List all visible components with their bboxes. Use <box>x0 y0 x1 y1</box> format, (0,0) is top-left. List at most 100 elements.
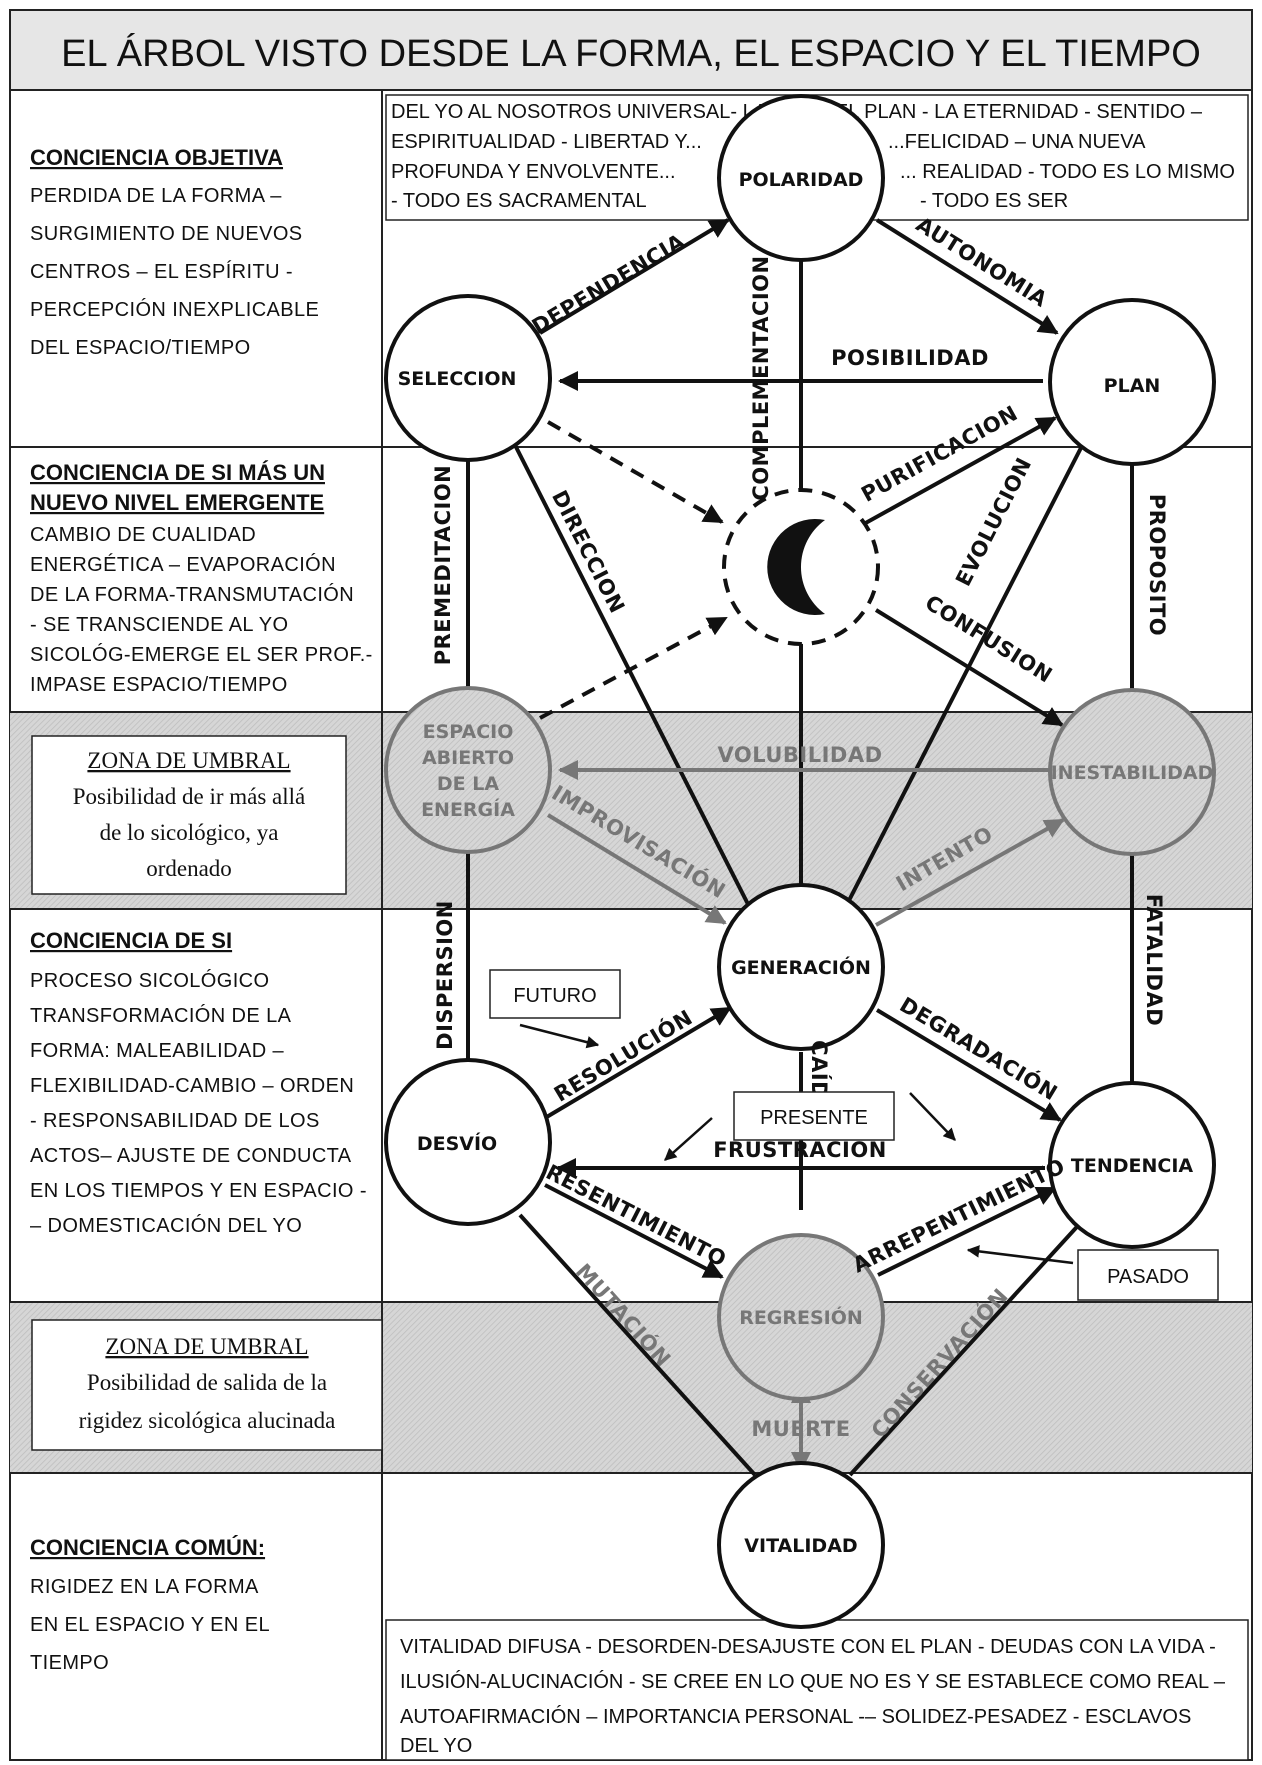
heading-emergente-2: NUEVO NIVEL EMERGENTE <box>30 490 324 515</box>
edge-label-volubilidad: VOLUBILIDAD <box>717 743 882 767</box>
edge-dashed-espacio-centro <box>539 616 728 720</box>
umbral2-line: Posibilidad de salida de la <box>87 1370 327 1395</box>
heading-conciencia-objetiva: CONCIENCIA OBJETIVA <box>30 145 283 170</box>
futuro-label: FUTURO <box>513 985 596 1007</box>
node-label-espacio-4: ENERGÍA <box>421 798 515 821</box>
node-plan <box>1048 298 1216 466</box>
objetiva-line: DEL ESPACIO/TIEMPO <box>30 337 251 359</box>
edge-dashed-seleccion-centro <box>547 420 724 524</box>
node-label-espacio-1: ESPACIO <box>423 721 514 743</box>
crescent-moon-icon <box>767 519 825 615</box>
edge-label-posibilidad: POSIBILIDAD <box>831 346 989 370</box>
node-label-seleccion: SELECCION <box>398 368 517 390</box>
edge-label-proposito: PROPOSITO <box>1145 494 1169 636</box>
objetiva-line: PERCEPCIÓN INEXPLICABLE <box>30 298 319 321</box>
pasado-label: PASADO <box>1107 1266 1189 1288</box>
threshold-edges <box>546 760 1065 1472</box>
edge-autonomia <box>875 218 1059 335</box>
edge-label-frustracion: FRUSTRACIÓN <box>713 1137 887 1162</box>
emergente-line: SICOLÓG-EMERGE EL SER PROF.- <box>30 643 373 666</box>
node-label-generacion: GENERACIÓN <box>731 955 871 979</box>
emergente-line: - SE TRANSCIENDE AL YO <box>30 614 289 636</box>
node-label-espacio-3: DE LA <box>437 773 499 795</box>
section-conciencia-comun: CONCIENCIA COMÚN: RIGIDEZ EN LA FORMA EN… <box>30 1535 270 1674</box>
objetiva-line: SURGIMIENTO DE NUEVOS <box>30 223 303 245</box>
bottom-box-line-4: DEL YO <box>400 1735 472 1757</box>
top-box-line-2a: ESPIRITUALIDAD - LIBERTAD Y... <box>391 131 702 153</box>
section-zona-umbral-1: ZONA DE UMBRAL Posibilidad de ir más all… <box>31 735 347 895</box>
edge-label-premeditacion: PREMEDITACION <box>431 465 455 666</box>
presente-box <box>733 1091 895 1141</box>
node-espacio-abierto <box>384 686 552 854</box>
desi-line: FLEXIBILIDAD-CAMBIO – ORDEN <box>30 1075 354 1097</box>
edge-direccion <box>513 444 757 919</box>
node-label-plan: PLAN <box>1104 375 1161 397</box>
emergente-line: DE LA FORMA-TRANSMUTACIÓN <box>30 583 354 606</box>
heading-zona-umbral-1: ZONA DE UMBRAL <box>87 748 290 773</box>
edge-arrepentimiento <box>877 1186 1057 1277</box>
heading-conciencia-comun: CONCIENCIA COMÚN: <box>30 1535 265 1560</box>
bottom-box-line-3: AUTOAFIRMACIÓN – IMPORTANCIA PERSONAL -–… <box>400 1705 1191 1728</box>
node-label-inestabilidad: INESTABILIDAD <box>1051 762 1214 784</box>
objetiva-line: CENTROS – EL ESPÍRITU - <box>30 260 293 283</box>
node-label-espacio-2: ABIERTO <box>422 747 514 769</box>
bottom-box-line-1: VITALIDAD DIFUSA - DESORDEN-DESAJUSTE CO… <box>400 1636 1216 1658</box>
section-conciencia-emergente: CONCIENCIA DE SI MÁS UN NUEVO NIVEL EMER… <box>30 460 373 696</box>
bottom-box-line-2: ILUSIÓN-ALUCINACIÓN - SE CREE EN LO QUE … <box>400 1670 1226 1693</box>
desi-line: PROCESO SICOLÓGICO <box>30 969 269 992</box>
page-title: EL ÁRBOL VISTO DESDE LA FORMA, EL ESPACI… <box>61 32 1201 75</box>
edge-confusion <box>874 608 1064 727</box>
umbral1-line: ordenado <box>146 856 232 881</box>
edge-evolucion <box>838 439 1087 919</box>
heading-emergente-1: CONCIENCIA DE SI MÁS UN <box>30 460 325 485</box>
node-regresion <box>717 1233 885 1401</box>
node-centro-vacio <box>722 488 880 646</box>
node-desvio <box>384 1058 552 1226</box>
section-conciencia-de-si: CONCIENCIA DE SI PROCESO SICOLÓGICO TRAN… <box>30 928 367 1237</box>
emergente-line: IMPASE ESPACIO/TIEMPO <box>30 674 288 696</box>
top-box-line-4b: - TODO ES SER <box>920 190 1068 212</box>
node-label-polaridad: POLARIDAD <box>739 169 864 191</box>
edge-resolucion <box>543 1006 732 1120</box>
threshold-node-circles <box>384 686 1216 1401</box>
top-box-line-4a: - TODO ES SACRAMENTAL <box>391 190 647 212</box>
objetiva-line: PERDIDA DE LA FORMA – <box>30 185 282 207</box>
edges <box>466 218 1134 1477</box>
node-circles <box>384 94 1216 1629</box>
dashed-edges <box>539 420 728 720</box>
node-label-desvio: DESVÍO <box>417 1132 497 1155</box>
edge-label-fatalidad: FATALIDAD <box>1142 894 1166 1026</box>
time-pointers <box>519 1023 1074 1265</box>
node-label-vitalidad: VITALIDAD <box>744 1535 857 1557</box>
pasado-box <box>1077 1249 1219 1301</box>
node-label-tendencia: TENDENCIA <box>1071 1155 1194 1177</box>
node-generacion <box>717 883 885 1051</box>
node-vitalidad <box>717 1461 885 1629</box>
emergente-line: ENERGÉTICA – EVAPORACIÓN <box>30 553 336 576</box>
edge-mutacion <box>518 1213 757 1477</box>
presente-label: PRESENTE <box>760 1107 868 1129</box>
node-tendencia <box>1048 1081 1216 1249</box>
comun-line: RIGIDEZ EN LA FORMA <box>30 1576 259 1598</box>
desi-line: EN LOS TIEMPOS Y EN ESPACIO - <box>30 1180 367 1202</box>
emergente-line: CAMBIO DE CUALIDAD <box>30 524 256 546</box>
comun-line: EN EL ESPACIO Y EN EL <box>30 1614 270 1636</box>
edge-degradacion <box>875 1008 1062 1122</box>
heading-zona-umbral-2: ZONA DE UMBRAL <box>105 1334 308 1359</box>
edge-resentimiento <box>544 1183 724 1279</box>
edge-intento <box>875 818 1065 927</box>
heading-conciencia-de-si: CONCIENCIA DE SI <box>30 928 232 953</box>
desi-line: FORMA: MALEABILIDAD – <box>30 1040 284 1062</box>
comun-line: TIEMPO <box>30 1652 109 1674</box>
node-polaridad <box>717 94 885 262</box>
umbral2-line: rigidez sicológica alucinada <box>79 1408 336 1433</box>
edge-label-complementacion: COMPLEMENTACION <box>749 255 773 500</box>
section-zona-umbral-2: ZONA DE UMBRAL Posibilidad de salida de … <box>31 1319 383 1451</box>
umbral1-line: de lo sicológico, ya <box>100 820 279 845</box>
desi-line: ACTOS– AJUSTE DE CONDUCTA <box>30 1145 352 1167</box>
edge-dependencia <box>538 218 730 335</box>
top-box-line-2b: ...FELICIDAD – UNA NUEVA <box>888 131 1146 153</box>
top-box-line-3b: ... REALIDAD - TODO ES LO MISMO <box>900 161 1235 183</box>
